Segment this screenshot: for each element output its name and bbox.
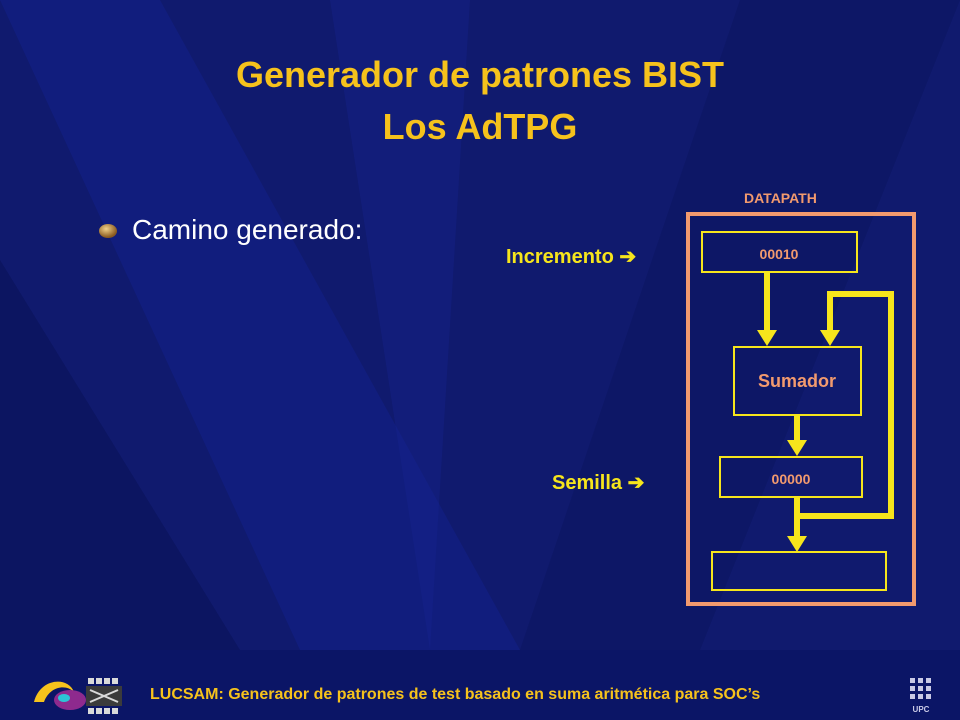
bullet-text: Camino generado: xyxy=(132,214,363,245)
upc-logo-icon: UPC xyxy=(910,678,931,714)
increment-label-text: Incremento xyxy=(506,246,614,268)
seed-label-text: Semilla xyxy=(552,472,623,494)
increment-register-value: 00010 xyxy=(760,246,799,262)
slide-title: Generador de patrones BIST xyxy=(235,54,725,95)
bullet-sphere-icon xyxy=(99,224,117,238)
datapath-label: DATAPATH xyxy=(744,190,817,206)
upc-logo-text: UPC xyxy=(913,705,930,714)
seed-register xyxy=(719,456,863,498)
datapath-box xyxy=(686,212,916,606)
right-arrow-icon: ➔ xyxy=(619,246,637,268)
seed-register-value: 00000 xyxy=(772,471,811,487)
bullet-item: Camino generado: xyxy=(98,214,362,246)
right-arrow-icon: ➔ xyxy=(627,472,645,494)
datapath-arrowheads xyxy=(757,330,840,552)
footer-bar xyxy=(0,650,960,720)
increment-register xyxy=(701,231,858,273)
increment-arrow-label: Incremento ➔ xyxy=(506,244,636,269)
adder-label: Sumador xyxy=(758,371,836,391)
seed-arrow-label: Semilla ➔ xyxy=(552,470,644,495)
output-register xyxy=(711,551,887,591)
lucsam-logo-icon xyxy=(34,678,122,714)
footer-text: LUCSAM: Generador de patrones de test ba… xyxy=(150,686,761,703)
datapath-wires xyxy=(764,272,894,538)
slide-subtitle: Los AdTPG xyxy=(382,106,578,147)
